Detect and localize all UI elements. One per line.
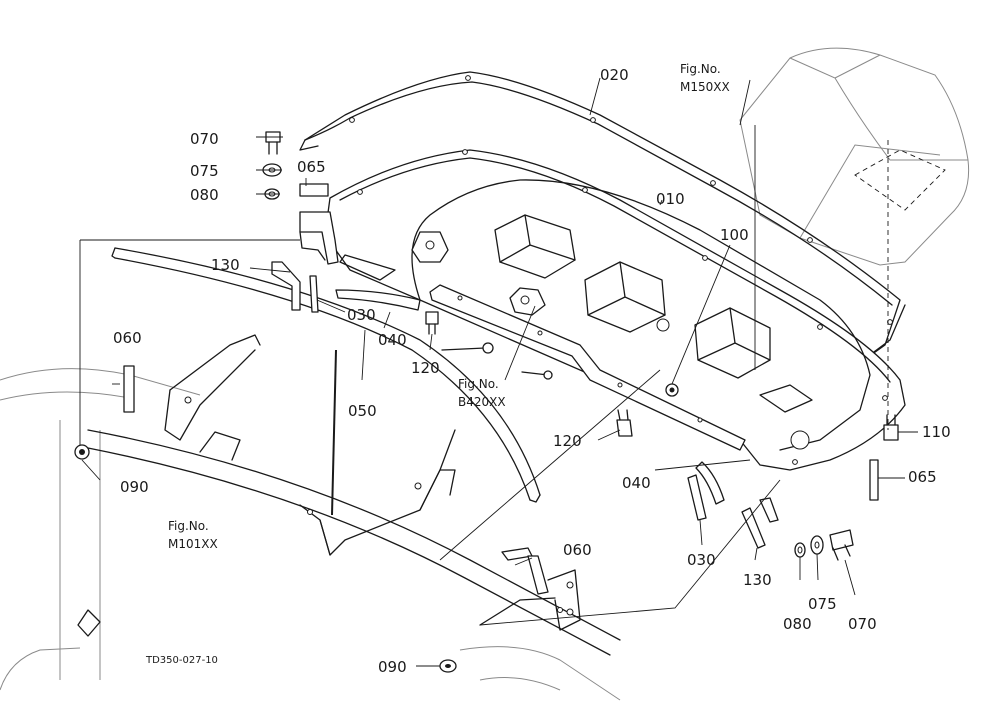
lower-frame-rail (77, 334, 621, 656)
label-040-left: 040 (378, 331, 407, 349)
part-040-small (335, 289, 421, 311)
bolt-110 (883, 414, 899, 441)
part-030-left (309, 275, 319, 313)
nut-090-left (74, 444, 90, 460)
bolt-120-right (616, 409, 633, 437)
label-080-left: 080 (190, 186, 219, 204)
bolt-120-center (425, 311, 439, 335)
label-090-left: 090 (120, 478, 149, 496)
part-130-right (741, 497, 779, 549)
label-065-right: 065 (908, 468, 937, 486)
label-040-right: 040 (622, 474, 651, 492)
fig-ref-m101-line1: Fig.No. (168, 519, 209, 533)
part-065-left (299, 183, 329, 197)
label-060-left: 060 (113, 329, 142, 347)
seat-outline (739, 47, 970, 266)
part-030-right (687, 461, 725, 521)
bolt-100 (665, 383, 679, 397)
label-030-left: 030 (347, 306, 376, 324)
label-065-left: 065 (297, 158, 326, 176)
figure-refs: Fig.No. M150XX Fig.No. B420XX Fig.No. M1… (168, 62, 730, 551)
diagram-code: TD350-027-10 (145, 655, 218, 666)
label-120-center: 120 (411, 359, 440, 377)
label-010: 010 (656, 190, 685, 208)
label-050: 050 (348, 402, 377, 420)
bolt-070-right (829, 529, 854, 561)
part-050-bar (111, 247, 541, 503)
fig-ref-b420-line2: B420XX (458, 395, 506, 409)
fender-base-outline (0, 368, 621, 701)
label-020: 020 (600, 66, 629, 84)
label-090-bottom: 090 (378, 658, 407, 676)
part-010-pan (324, 149, 906, 471)
left-top-bracket (299, 211, 339, 265)
washer-080-right (794, 542, 806, 558)
label-075-left: 075 (190, 162, 219, 180)
leader-lines (79, 77, 918, 667)
label-030-right: 030 (687, 551, 716, 569)
bracket-060-left (123, 365, 135, 413)
label-130-left: 130 (211, 256, 240, 274)
washer-075-right (810, 535, 824, 555)
label-070-left: 070 (190, 130, 219, 148)
fig-ref-m150-line1: Fig.No. (680, 62, 721, 76)
label-120-right: 120 (553, 432, 582, 450)
part-labels: 010 020 030 030 040 040 050 060 060 065 … (113, 66, 951, 676)
fig-ref-b420-line1: Fig.No. (458, 377, 499, 391)
label-100: 100 (720, 226, 749, 244)
label-070-right: 070 (848, 615, 877, 633)
part-040-strip (339, 254, 746, 451)
part-065-right (869, 459, 879, 501)
part-130-left (271, 261, 301, 311)
bracket-060-right (479, 547, 581, 631)
label-080-right: 080 (783, 615, 812, 633)
label-075-right: 075 (808, 595, 837, 613)
fig-ref-m101-line2: M101XX (168, 537, 218, 551)
label-110: 110 (922, 423, 951, 441)
nut-090-bottom (439, 659, 457, 673)
label-060-right: 060 (563, 541, 592, 559)
pin-b420 (441, 342, 553, 380)
fig-ref-m150-line2: M150XX (680, 80, 730, 94)
bolt-070-left (265, 131, 281, 155)
label-130-right: 130 (743, 571, 772, 589)
